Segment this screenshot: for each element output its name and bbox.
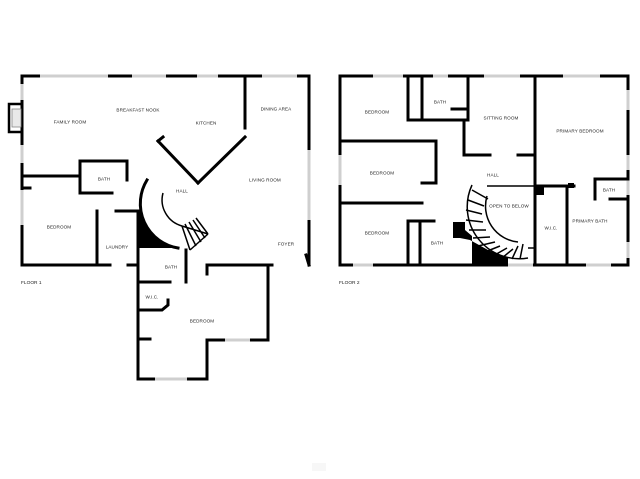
- room-label-wic-2: W.I.C.: [544, 225, 558, 231]
- floor1-label: FLOOR 1: [21, 281, 42, 286]
- room-label-open-to-below: OPEN TO BELOW: [489, 203, 529, 209]
- room-label-hall-2: HALL: [487, 172, 499, 178]
- watermark: [312, 463, 326, 471]
- room-label-foyer: FOYER: [277, 241, 295, 247]
- floor1-lower-wing-walls: [136, 246, 270, 381]
- room-label-breakfast-nook: BREAKFAST NOOK: [116, 107, 160, 113]
- floor2-staircase: [453, 184, 535, 265]
- room-label-living-room: LIVING ROOM: [249, 177, 281, 183]
- floor2-walls: [338, 74, 630, 267]
- room-label-bath-bottom: BATH: [430, 240, 444, 246]
- room-label-hall: HALL: [176, 188, 188, 194]
- room-label-bath-upper: BATH: [97, 176, 111, 182]
- room-label-dining-area: DINING AREA: [260, 106, 292, 112]
- floor2-label: FLOOR 2: [339, 281, 360, 286]
- room-label-bath-top: BATH: [433, 99, 447, 105]
- room-label-bedroom-top: BEDROOM: [364, 109, 390, 115]
- room-label-bath-lower: BATH: [164, 264, 178, 270]
- room-label-bedroom-mid: BEDROOM: [369, 170, 395, 176]
- room-label-bedroom-left: BEDROOM: [46, 224, 72, 230]
- room-label-primary-bath: PRIMARY BATH: [572, 218, 608, 224]
- room-label-bedroom-bottom: BEDROOM: [364, 230, 390, 236]
- room-label-wic: W.I.C.: [145, 294, 159, 300]
- room-label-bath-primary-small: BATH: [602, 187, 616, 193]
- floor1-staircase: [138, 177, 209, 251]
- room-label-kitchen: KITCHEN: [195, 120, 217, 126]
- room-label-family-room: FAMILY ROOM: [53, 119, 87, 125]
- room-label-sitting-room: SITTING ROOM: [483, 115, 519, 121]
- room-label-laundry: LAUNDRY: [105, 244, 129, 250]
- room-label-primary-bedroom: PRIMARY BEDROOM: [556, 128, 604, 134]
- room-label-bedroom-lower: BEDROOM: [189, 318, 215, 324]
- floor1-walls: [7, 74, 311, 267]
